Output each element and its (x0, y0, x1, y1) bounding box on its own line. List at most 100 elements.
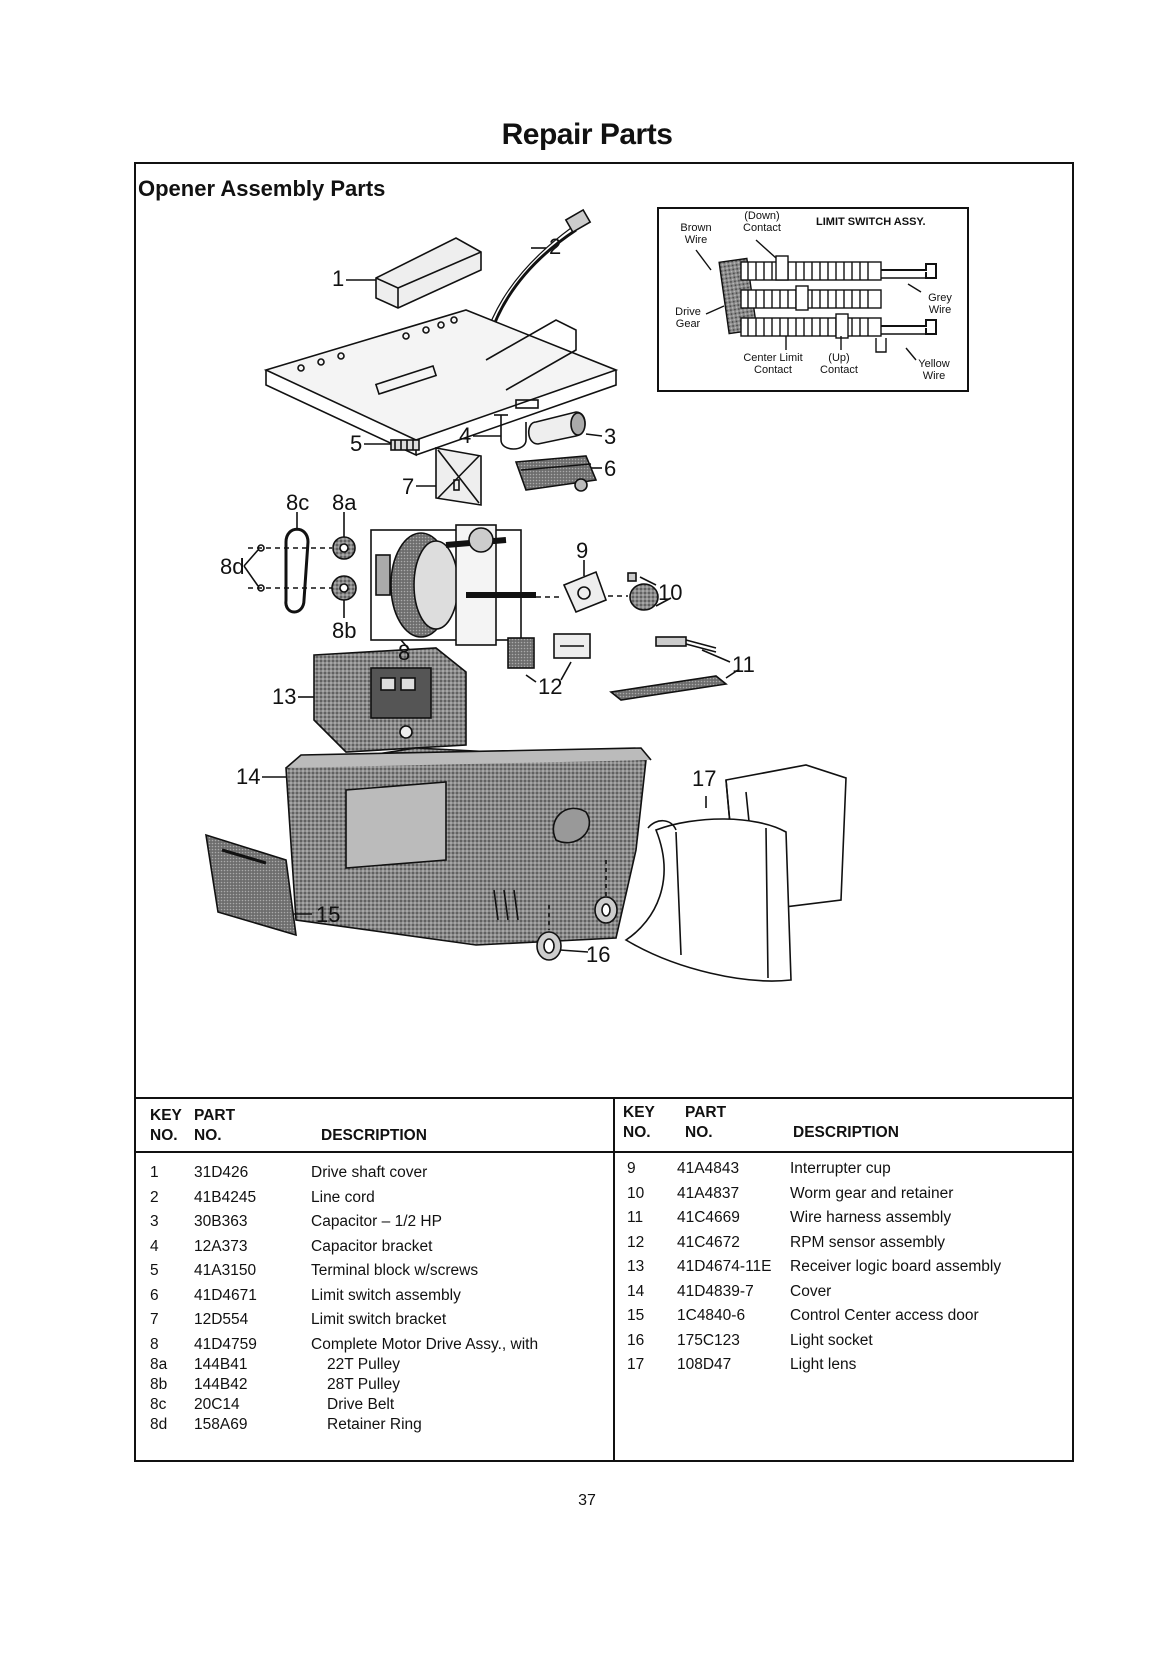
cell-key: 1 (150, 1164, 159, 1181)
cell-key: 8d (150, 1415, 168, 1433)
table-header-right: KEY NO. PART NO. DESCRIPTION (615, 1099, 1072, 1153)
cell-key: 10 (627, 1184, 645, 1202)
cell-key: 8a (150, 1355, 168, 1373)
cell-description: Light lens (790, 1356, 857, 1373)
cell-key: 7 (150, 1311, 159, 1328)
worm-gear-part (627, 572, 659, 611)
receiver-logic-board-part (313, 647, 467, 753)
section-title: Opener Assembly Parts (138, 176, 386, 201)
cell-description: Light socket (790, 1331, 873, 1349)
hdr-key-1: KEY (150, 1107, 182, 1124)
cell-part-no: 30B363 (194, 1213, 248, 1230)
cell-description: Receiver logic board assembly (790, 1258, 1002, 1275)
limit-switch-inset (657, 207, 969, 392)
table-row: 17 108D47 Light lens (615, 1353, 1072, 1377)
interrupter-cup-part (562, 570, 608, 614)
hdr-part-1: PART (194, 1107, 236, 1124)
cell-part-no: 144B41 (194, 1355, 248, 1373)
rpm-sensor-part (507, 633, 591, 669)
table-row: 16 175C123 Light socket (615, 1329, 1072, 1353)
cell-key: 3 (150, 1213, 159, 1230)
cell-part-no: 41D4839-7 (677, 1282, 754, 1300)
cell-key: 16 (627, 1331, 645, 1349)
cell-description: Cover (790, 1282, 832, 1300)
cell-part-no: 144B42 (194, 1375, 248, 1393)
hdr-part-2-right: NO. (685, 1124, 713, 1141)
page-number: 37 (578, 1492, 596, 1509)
table-row: 14 41D4839-7 Cover (615, 1280, 1072, 1304)
cell-description: Control Center access door (790, 1307, 979, 1324)
cell-part-no: 1C4840-6 (677, 1307, 746, 1324)
cell-part-no: 41D4674-11E (677, 1258, 772, 1275)
table-row: 5 41A3150 Terminal block w/screws (136, 1259, 613, 1283)
chassis-plate-part (263, 309, 619, 457)
terminal-block-part (390, 439, 420, 451)
table-row: 7 12D554 Limit switch bracket (136, 1308, 613, 1332)
cell-part-no: 175C123 (677, 1331, 740, 1349)
cell-description: Retainer Ring (327, 1415, 422, 1433)
cell-key: 11 (627, 1209, 644, 1226)
limit-switch-assembly-part (514, 455, 598, 492)
hdr-key-2: NO. (150, 1127, 178, 1144)
drive-belt-part (284, 527, 310, 614)
motor-drive-assembly-part (370, 524, 536, 646)
cell-part-no: 108D47 (677, 1356, 732, 1373)
cell-key: 15 (627, 1307, 645, 1324)
hdr-part-1-right: PART (685, 1104, 727, 1121)
hdr-description: DESCRIPTION (321, 1127, 427, 1144)
table-row: 15 1C4840-6 Control Center access door (615, 1304, 1072, 1328)
light-socket-part (536, 896, 618, 961)
cell-description: Drive shaft cover (311, 1164, 428, 1181)
cell-key: 12 (627, 1233, 645, 1251)
cell-description: Line cord (311, 1188, 375, 1206)
cell-description: 22T Pulley (327, 1355, 400, 1373)
cell-part-no: 41C4669 (677, 1209, 740, 1226)
cell-description: Limit switch bracket (311, 1311, 447, 1328)
cell-description: Limit switch assembly (311, 1286, 461, 1304)
cell-description: Capacitor bracket (311, 1237, 433, 1255)
cell-part-no: 41B4245 (194, 1188, 257, 1206)
parts-frame (134, 162, 1074, 1462)
page-title: Repair Parts (501, 118, 673, 151)
cell-part-no: 31D426 (194, 1164, 249, 1181)
cell-key: 14 (627, 1282, 645, 1300)
cell-part-no: 41A4843 (677, 1160, 740, 1177)
wire-harness-part (609, 636, 728, 701)
cell-key: 17 (627, 1356, 645, 1373)
cell-key: 8c (150, 1395, 167, 1413)
hdr-key-2-right: NO. (623, 1124, 651, 1141)
retainer-ring-part (257, 544, 265, 592)
table-row: 8a 144B41 22T Pulley (136, 1353, 613, 1377)
cell-key: 6 (150, 1286, 159, 1304)
table-divider (613, 1099, 615, 1462)
cell-key: 2 (150, 1188, 159, 1206)
light-lens-part (624, 764, 847, 982)
cell-key: 5 (150, 1262, 159, 1279)
cell-part-no: 41D4759 (194, 1335, 257, 1353)
cell-key: 9 (627, 1160, 636, 1177)
capacitor-part (527, 411, 586, 445)
parts-table-section: KEY NO. PART NO. DESCRIPTION 1 31D426 Driv… (136, 1097, 1072, 1462)
pulley-28t-part (331, 575, 357, 601)
drive-shaft-cover-part (375, 237, 482, 309)
cell-description: Terminal block w/screws (311, 1262, 479, 1279)
cell-key: 8b (150, 1375, 168, 1393)
hdr-part-2: NO. (194, 1127, 222, 1144)
capacitor-bracket-part (494, 414, 527, 450)
cell-part-no: 12D554 (194, 1311, 249, 1328)
cell-part-no: 20C14 (194, 1395, 240, 1413)
cell-part-no: 41A3150 (194, 1262, 257, 1279)
access-door-part (205, 833, 297, 937)
cell-part-no: 41C4672 (677, 1233, 740, 1251)
cell-key: 8 (150, 1335, 159, 1353)
